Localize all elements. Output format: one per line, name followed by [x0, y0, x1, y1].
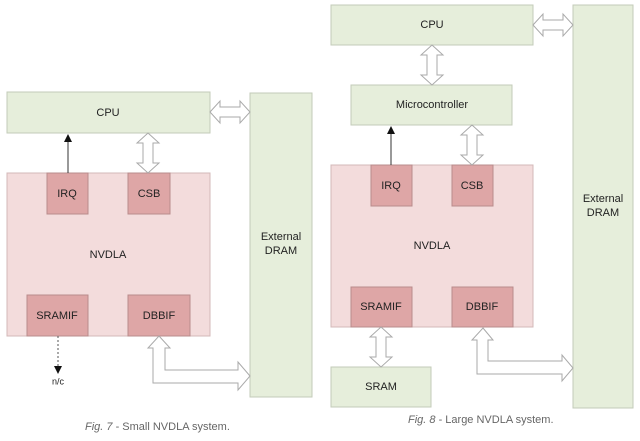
large-cpu-label: CPU — [420, 19, 443, 31]
small-dbbif-label: DBBIF — [143, 310, 176, 322]
large-sram-label: SRAM — [365, 381, 397, 393]
large-dram-box — [572, 4, 634, 409]
small-cpu-csb-arrow — [135, 132, 161, 174]
large-microcontroller-box — [350, 84, 513, 126]
small-nc-label: n/c — [52, 376, 65, 386]
small-cpu-box — [6, 91, 211, 134]
large-dram-label-2: DRAM — [587, 207, 619, 219]
small-dram-label-2: DRAM — [265, 245, 297, 257]
small-cpu-dram-arrow — [209, 99, 251, 125]
small-csb-block — [127, 172, 171, 215]
small-csb-label: CSB — [138, 188, 161, 200]
large-nvdla-system: CPU External DRAM Microcontroller NVDLA … — [330, 4, 634, 426]
small-caption: Fig. 7 - Small NVDLA system. — [85, 421, 230, 433]
small-irq-label: IRQ — [57, 188, 77, 200]
large-sramif-label: SRAMIF — [360, 301, 402, 313]
large-dbbif-block — [451, 286, 514, 328]
small-dram-box — [249, 92, 313, 398]
small-nvdla-label: NVDLA — [90, 249, 127, 261]
small-sramif-block — [26, 294, 89, 337]
large-nvdla-label: NVDLA — [414, 240, 451, 252]
large-csb-block — [451, 164, 494, 207]
large-irq-label: IRQ — [381, 180, 401, 192]
small-dram-label-1: External — [261, 231, 301, 243]
small-nvdla-system: CPU External DRAM NVDLA IRQ CSB SRAMIF D… — [6, 91, 313, 433]
large-caption: Fig. 8 - Large NVDLA system. — [408, 414, 554, 426]
small-cpu-label: CPU — [96, 107, 119, 119]
large-microcontroller-csb-arrow — [459, 124, 485, 166]
large-sramif-block — [350, 286, 413, 328]
large-microcontroller-label: Microcontroller — [396, 99, 468, 111]
large-cpu-microcontroller-arrow — [419, 44, 445, 86]
large-cpu-box — [330, 4, 534, 46]
small-dbbif-block — [127, 294, 191, 337]
large-dbbif-dram-arrow — [470, 327, 574, 383]
large-sramif-sram-arrow — [368, 326, 394, 368]
small-sramif-label: SRAMIF — [36, 310, 78, 322]
small-irq-block — [46, 172, 89, 215]
large-csb-label: CSB — [461, 180, 484, 192]
large-dram-label-1: External — [583, 193, 623, 205]
large-dbbif-label: DBBIF — [466, 301, 499, 313]
small-dbbif-dram-arrow — [146, 335, 251, 392]
large-cpu-dram-arrow — [532, 12, 574, 38]
large-irq-block — [370, 164, 413, 207]
